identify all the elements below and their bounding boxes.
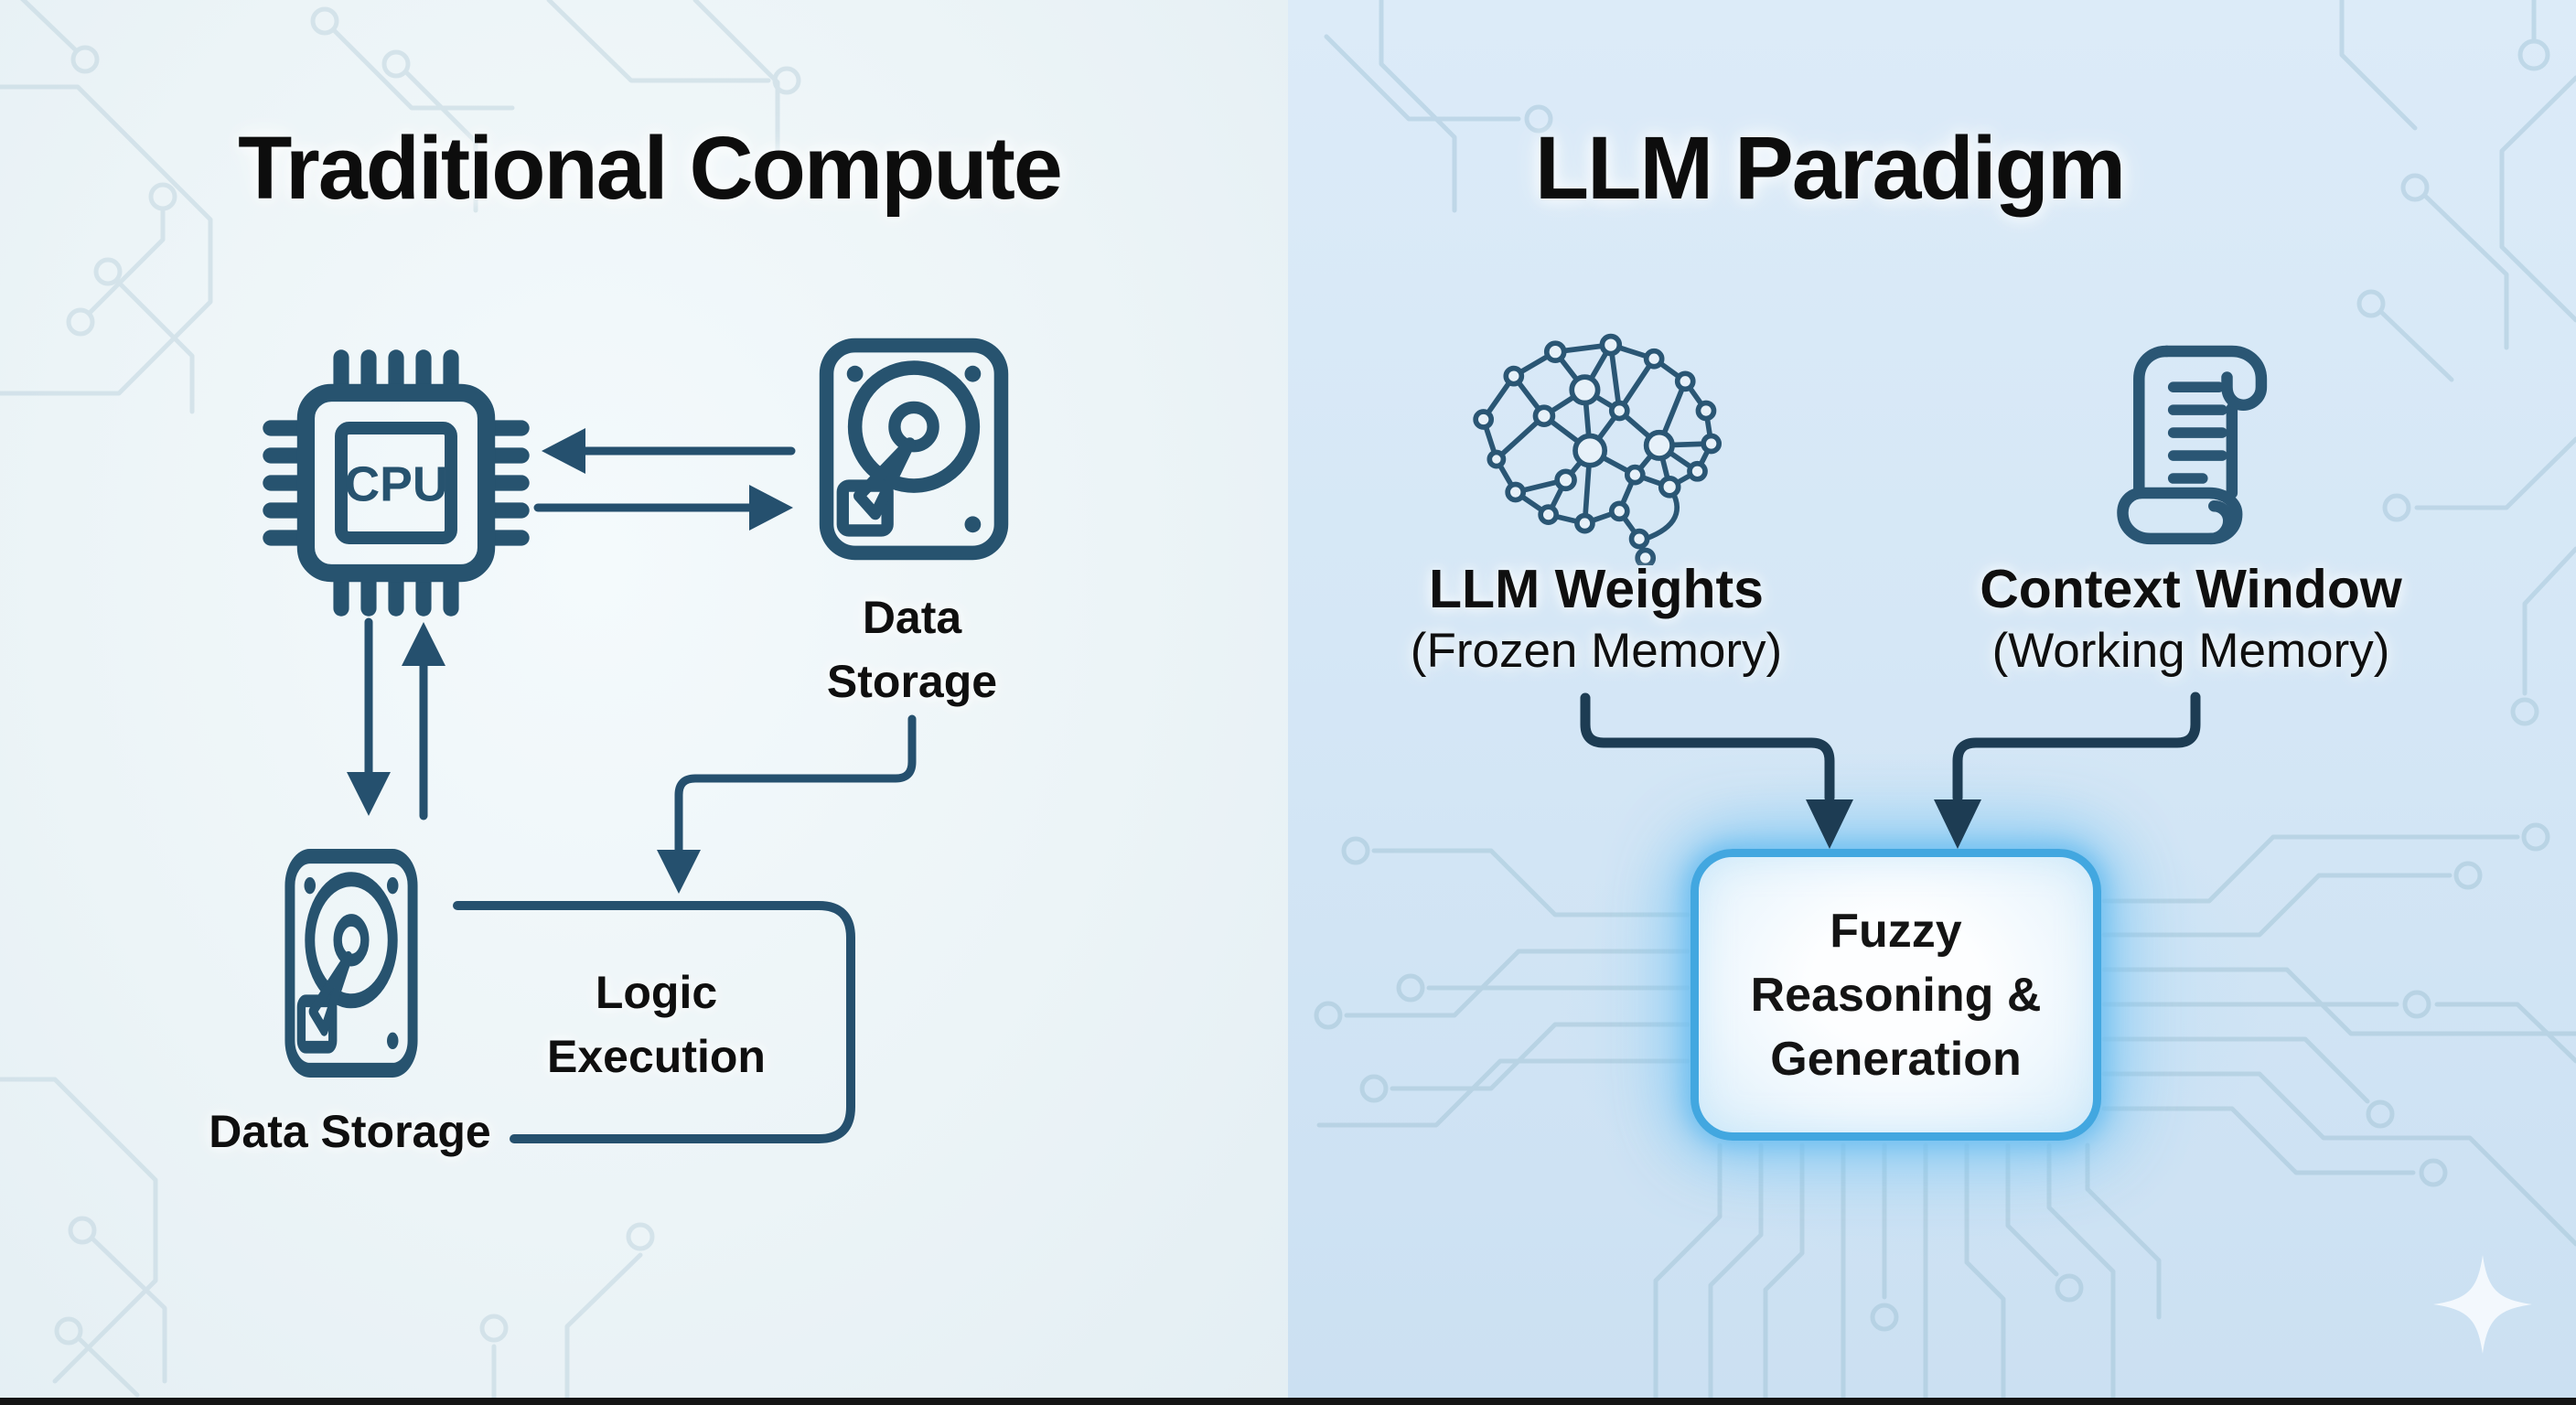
logic-execution-line1: Logic <box>595 967 718 1018</box>
right-corner-traces <box>1324 0 2576 726</box>
cpu-chip-icon: CPU <box>263 349 530 617</box>
fuzzy-box-line3: Generation <box>1770 1032 2022 1086</box>
cpu-pins <box>263 349 530 617</box>
brain-network-icon <box>1473 333 1722 565</box>
logic-execution-label: Logic Execution <box>471 960 842 1089</box>
arrow-cpu-to-bottom-storage <box>347 617 391 816</box>
hard-drive-icon <box>819 338 1009 561</box>
data-storage-top-label: Data Storage <box>775 585 1049 713</box>
fuzzy-reasoning-box: Fuzzy Reasoning & Generation <box>1690 849 2101 1141</box>
left-panel-title: Traditional Compute <box>238 118 1063 218</box>
context-window-label: Context Window (Working Memory) <box>1898 556 2484 681</box>
llm-weights-title: LLM Weights <box>1429 559 1764 619</box>
llm-weights-label: LLM Weights (Frozen Memory) <box>1304 556 1889 681</box>
hard-drive-icon <box>284 849 418 1078</box>
connector-context-to-fuzzy <box>1934 692 2201 849</box>
data-storage-top-line2: Storage <box>826 656 998 707</box>
bottom-edge-strip <box>0 1398 2576 1405</box>
llm-weights-subtitle: (Frozen Memory) <box>1410 624 1783 678</box>
connector-weights-to-fuzzy <box>1580 692 1853 849</box>
logic-execution-line2: Execution <box>547 1031 766 1082</box>
left-panel-background <box>0 0 1288 1405</box>
context-window-subtitle: (Working Memory) <box>1991 624 2390 678</box>
logic-execution-box <box>453 901 855 1143</box>
left-corner-traces <box>0 0 801 1405</box>
cpu-label: CPU <box>344 457 447 511</box>
arrow-cpu-to-storage <box>533 485 793 531</box>
arrow-bottom-storage-to-cpu <box>402 622 445 820</box>
fuzzy-box-bottom-traces <box>1653 1142 2162 1405</box>
data-storage-bottom-label: Data Storage <box>209 1106 491 1157</box>
fuzzy-box-line2: Reasoning & <box>1750 968 2042 1022</box>
fuzzy-box-right-traces <box>2101 822 2576 1247</box>
context-window-title: Context Window <box>1980 559 2402 619</box>
brain-nodes <box>1473 333 1722 565</box>
scroll-icon <box>2117 345 2268 545</box>
arrow-storage-to-cpu <box>542 428 796 474</box>
data-storage-top-line1: Data <box>862 592 962 643</box>
right-panel-title: LLM Paradigm <box>1534 118 2126 218</box>
connector-storage-to-logic <box>657 714 917 894</box>
fuzzy-box-line1: Fuzzy <box>1830 904 1962 958</box>
sparkle-icon <box>2433 1255 2532 1354</box>
scroll-text-lines <box>2167 381 2227 484</box>
fuzzy-box-left-traces <box>1314 836 1690 1128</box>
